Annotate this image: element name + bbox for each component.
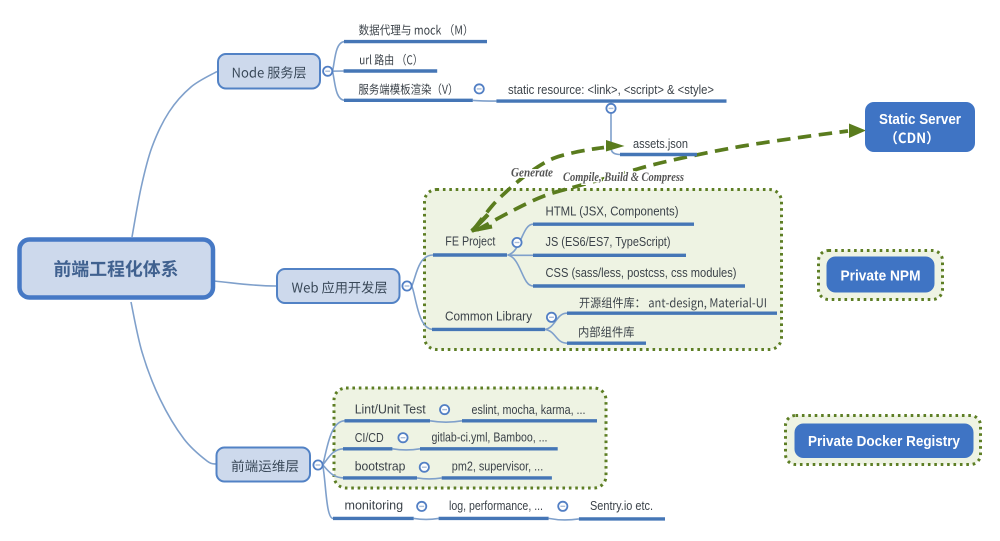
svg-text:assets.json: assets.json	[633, 137, 688, 151]
svg-text:FE Project: FE Project	[445, 234, 495, 249]
svg-text:CI/CD: CI/CD	[355, 430, 384, 445]
svg-text:Lint/Unit Test: Lint/Unit Test	[355, 402, 426, 417]
svg-text:Compile, Build & Compress: Compile, Build & Compress	[563, 169, 684, 184]
svg-text:HTML (JSX, Components): HTML (JSX, Components)	[546, 203, 679, 218]
svg-text:log, performance, ...: log, performance, ...	[449, 499, 543, 513]
svg-text:eslint, mocha, karma, ...: eslint, mocha, karma, ...	[472, 403, 586, 417]
svg-text:monitoring: monitoring	[345, 498, 404, 513]
svg-text:Private Docker Registry: Private Docker Registry	[808, 434, 960, 450]
svg-text:Private NPM: Private NPM	[841, 269, 921, 285]
svg-text:CSS (sass/less, postcss, css m: CSS (sass/less, postcss, css modules)	[546, 265, 737, 280]
svg-text:Sentry.io etc.: Sentry.io etc.	[590, 499, 653, 513]
svg-text:JS (ES6/ES7, TypeScript): JS (ES6/ES7, TypeScript)	[546, 234, 671, 249]
svg-text:Static Server: Static Server	[879, 112, 961, 128]
svg-text:bootstrap: bootstrap	[355, 458, 406, 473]
svg-text:static resource: <link>, <scri: static resource: <link>, <script> & <sty…	[508, 83, 714, 97]
svg-text:gitlab-ci.yml, Bamboo, ...: gitlab-ci.yml, Bamboo, ...	[432, 431, 548, 445]
svg-text:pm2, supervisor, ...: pm2, supervisor, ...	[452, 459, 543, 473]
svg-text:Generate: Generate	[511, 165, 553, 180]
svg-text:Common Library: Common Library	[445, 309, 532, 324]
